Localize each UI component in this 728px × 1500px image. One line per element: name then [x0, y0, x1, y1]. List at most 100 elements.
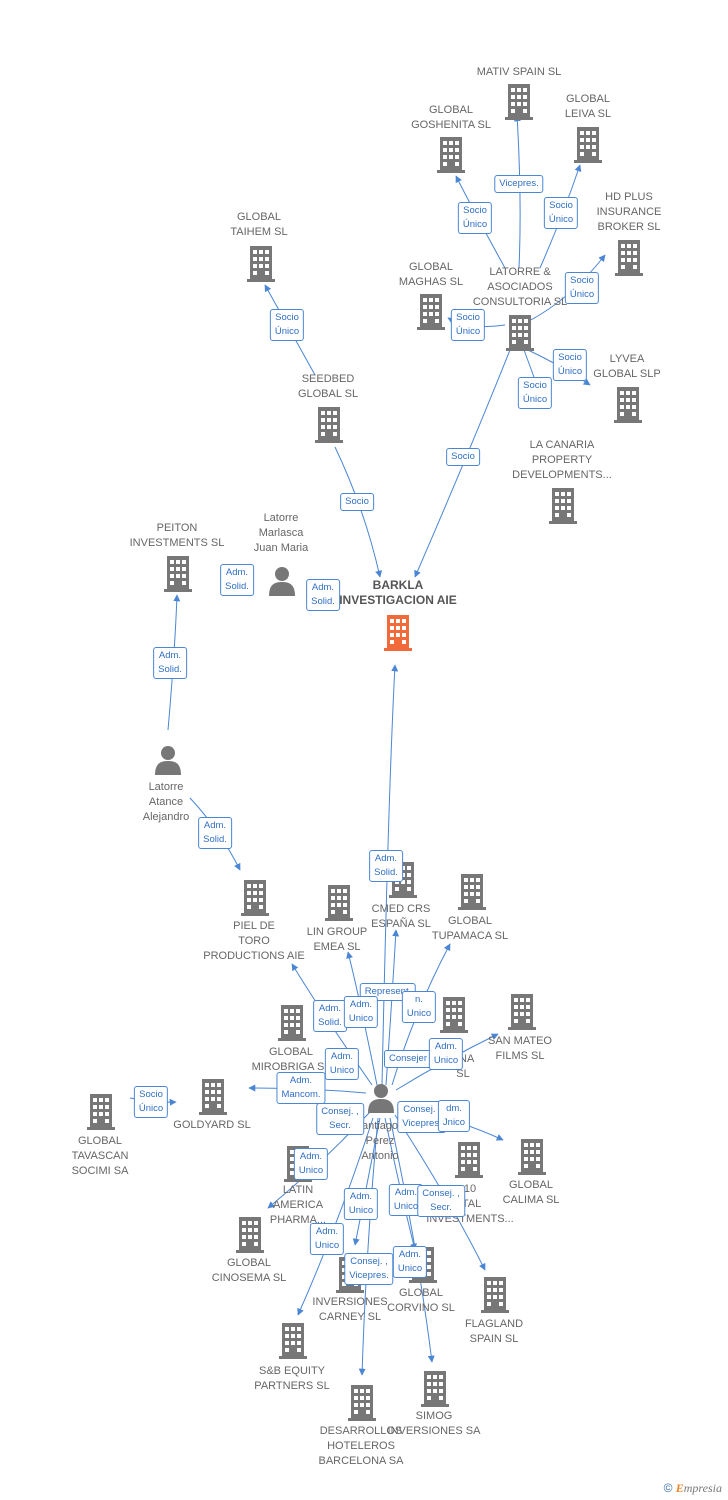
node-label-line: CORVINO SL — [387, 1302, 455, 1314]
edge-label-line: Solid. — [318, 1017, 342, 1028]
edge-label-line: Represent. — [364, 986, 412, 997]
edge-label-e32: Adm.Unico — [309, 1223, 345, 1255]
node-label-line: FILMS SL — [495, 1050, 545, 1062]
edge-label-line: Unico — [329, 1065, 355, 1076]
node-label-line: antiago — [361, 1120, 399, 1132]
node-label-line: LYVEA — [609, 353, 645, 365]
edge-e10 — [334, 446, 383, 578]
edge-label-line: Único — [274, 326, 300, 337]
node-label-goldyard[interactable]: GOLDYARD SL — [142, 1118, 282, 1133]
building-icon-seedbed[interactable] — [315, 407, 343, 443]
edge-label-e18: Adm.Unico — [343, 996, 379, 1028]
edge-label-line: Unico — [348, 1013, 374, 1024]
node-label-line: SEEDBED — [301, 373, 355, 385]
edge-label-e33: Consej. ,Vicepres. — [344, 1253, 394, 1285]
building-icon-barkla[interactable] — [384, 615, 412, 651]
edge-label-line: Único — [455, 326, 481, 337]
edge-label-line: Adm. — [330, 1051, 354, 1062]
node-label-corvino[interactable]: GLOBAL CORVINO SL — [351, 1286, 491, 1316]
edge-label-line: Unico — [314, 1240, 340, 1251]
building-icon-piel[interactable] — [241, 880, 269, 916]
edge-label-line: Consejer — [388, 1053, 428, 1064]
node-label-line: ASOCIADOS — [487, 281, 553, 293]
edge-label-line: Consej. , — [321, 1106, 359, 1117]
edge-label-e21: Consejer — [383, 1050, 433, 1068]
node-label-line: GLOBAL — [508, 1179, 554, 1191]
edge-label-line: Adm. — [289, 1075, 313, 1086]
edge-label-line: Socio — [558, 352, 582, 363]
building-icon-latorre_asoc[interactable] — [506, 315, 534, 351]
node-label-line: GLOBAL — [77, 1135, 123, 1147]
building-icon-canaria[interactable] — [549, 488, 577, 524]
edge-label-e14: Adm.Solid. — [198, 817, 232, 849]
building-icon-calima[interactable] — [518, 1139, 546, 1175]
person-icon-latorre_marlasca[interactable] — [269, 567, 295, 596]
building-icon-mirobriga[interactable] — [278, 1005, 306, 1041]
edge-label-line: Vicepres. — [499, 178, 539, 189]
node-label-line: GLOBAL — [398, 1287, 444, 1299]
edge-label-line: Adm. — [203, 820, 227, 831]
edge-label-line: Adm. — [394, 1187, 418, 1198]
node-label-mativ[interactable]: MATIV SPAIN SL — [449, 65, 589, 80]
node-label-line: MAGHAS SL — [398, 276, 464, 288]
person-icon-santiago[interactable] — [368, 1084, 394, 1113]
node-label-line: SPAIN SL — [469, 1333, 519, 1345]
building-icon-hdplus[interactable] — [615, 240, 643, 276]
person-icon-latorre_atance[interactable] — [155, 746, 181, 775]
building-icon-tavascan[interactable] — [87, 1094, 115, 1130]
building-icon-sanmateo[interactable] — [508, 994, 536, 1030]
building-icon-leiva[interactable] — [574, 127, 602, 163]
edge-label-line: Consej. , — [422, 1188, 460, 1199]
edge-label-line: Adm. — [318, 1003, 342, 1014]
node-label-line: PEITON — [156, 522, 198, 534]
edge-label-e13: Adm.Solid. — [153, 647, 187, 679]
footer-brand: © Empresia — [664, 1481, 722, 1496]
building-icon-simog[interactable] — [421, 1371, 449, 1407]
building-icon-goldyard[interactable] — [199, 1079, 227, 1115]
building-icon-sbequity[interactable] — [279, 1323, 307, 1359]
node-label-line: GLOBAL — [565, 93, 611, 105]
building-icon-maghas[interactable] — [417, 294, 445, 330]
node-label-line: CINOSEMA SL — [211, 1272, 287, 1284]
building-icon-capital[interactable] — [455, 1142, 483, 1178]
edge-label-e15: Adm.Solid. — [369, 850, 403, 882]
building-icon-lyvea[interactable] — [614, 387, 642, 423]
building-icon-peiton[interactable] — [164, 556, 192, 592]
node-label-line: PROPERTY — [531, 454, 593, 466]
building-icon-taihem[interactable] — [247, 246, 275, 282]
edge-label-e19: n.Unico — [401, 991, 437, 1023]
building-icon-goshenita[interactable] — [437, 137, 465, 173]
edge-label-line: Vicepres. — [349, 1270, 389, 1281]
building-icon-anonana[interactable] — [440, 997, 468, 1033]
